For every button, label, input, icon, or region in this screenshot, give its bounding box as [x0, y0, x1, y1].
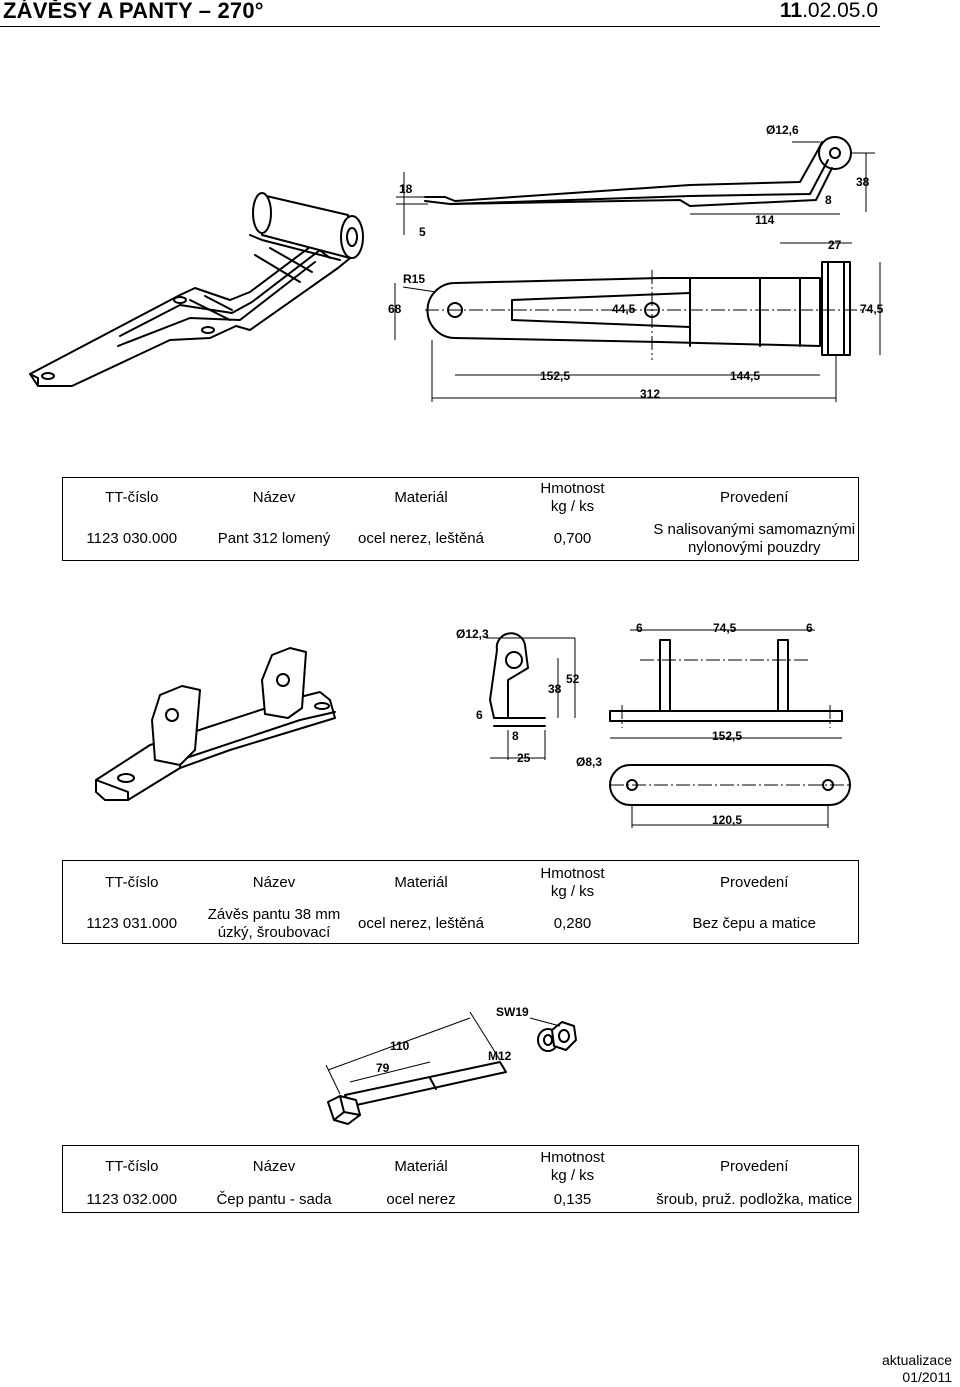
dim-68: 68	[388, 302, 402, 316]
header-design: Provedení	[720, 488, 789, 506]
page-header: ZÁVĚSY A PANTY – 270° 11.02.05.0	[0, 0, 880, 27]
table-row: 1123 032.000 Čep pantu - sada ocel nerez…	[63, 1188, 859, 1213]
dim-79: 79	[376, 1061, 390, 1075]
header-name: Název	[252, 873, 296, 891]
cell-weight: 0,135	[553, 1190, 592, 1208]
dim-m12: M12	[488, 1049, 512, 1063]
cell-material: ocel nerez	[386, 1190, 456, 1208]
pin-set-drawing: 110 79 M12 SW19	[325, 1005, 577, 1125]
cell-number: 1123 032.000	[86, 1190, 178, 1208]
dim-top-6b: 6	[806, 621, 813, 635]
cell-name: Pant 312 lomený	[217, 529, 331, 547]
bracket-isometric-view	[95, 647, 336, 801]
dim-5: 5	[419, 225, 426, 239]
cell-name: Čep pantu - sada	[216, 1190, 332, 1208]
hinge-312-top-view: R15 68 44,5 74,5 152,5 144,5 312	[388, 261, 884, 402]
cell-design: šroub, pruž. podložka, matice	[656, 1190, 853, 1208]
cell-number: 1123 030.000	[86, 529, 178, 547]
table-row: 1123 030.000 Pant 312 lomený ocel nerez,…	[63, 518, 859, 561]
document-code: 11.02.05.0	[780, 0, 878, 23]
hinge-312-isometric-view	[29, 192, 364, 387]
bracket-side-view: Ø12,3 52 38 6 8 25	[456, 627, 580, 765]
dim-top-74-5: 74,5	[713, 621, 737, 635]
header-design: Provedení	[720, 1157, 789, 1175]
cell-weight: 0,280	[553, 914, 592, 932]
dim-152-5-b: 152,5	[712, 729, 742, 743]
header-material: Materiál	[394, 488, 448, 506]
dim-144-5: 144,5	[730, 369, 760, 383]
header-name: Název	[252, 1157, 296, 1175]
dim-120-5: 120,5	[712, 813, 742, 827]
dim-d12-6: Ø12,6	[766, 123, 799, 137]
dim-8: 8	[825, 193, 832, 207]
dim-110: 110	[390, 1039, 410, 1053]
update-label: aktualizace	[881, 1352, 952, 1368]
dim-114: 114	[755, 213, 775, 227]
document-code-bold: 11	[779, 0, 803, 22]
dim-25: 25	[517, 751, 531, 765]
dim-d8-3: Ø8,3	[576, 755, 602, 769]
hinge-312-side-view: 18 5 Ø12,6 38 8 114 27	[396, 123, 875, 252]
header-number: TT-číslo	[105, 488, 159, 506]
header-number: TT-číslo	[105, 873, 159, 891]
dim-27: 27	[828, 238, 842, 252]
document-code-rest: .02.05.0	[802, 0, 878, 22]
pin-isometric-view: 110 79 M12 SW19	[325, 1005, 577, 1125]
dim-152-5: 152,5	[540, 369, 570, 383]
dim-d12-3: Ø12,3	[456, 627, 489, 641]
dim-top-6a: 6	[636, 621, 643, 635]
header-name: Název	[252, 488, 296, 506]
dim-r15: R15	[403, 272, 425, 286]
dim-sw19: SW19	[496, 1005, 529, 1019]
dim-38-side: 38	[548, 682, 562, 696]
dim-18: 18	[399, 182, 413, 196]
dim-312: 312	[640, 387, 660, 401]
cell-weight: 0,700	[553, 529, 592, 547]
cell-number: 1123 031.000	[86, 914, 178, 932]
header-material: Materiál	[394, 1157, 448, 1175]
dim-6-side: 6	[476, 708, 483, 722]
update-date: 01/2011	[902, 1369, 952, 1385]
header-number: TT-číslo	[105, 1157, 159, 1175]
dim-74-5: 74,5	[860, 302, 884, 316]
cell-material: ocel nerez, leštěná	[358, 914, 484, 932]
bracket-drawing: Ø12,3 52 38 6 8 25 6 74,5 6 152,5 Ø8,3 1…	[95, 621, 851, 828]
dim-38: 38	[856, 175, 870, 189]
document-title: ZÁVĚSY A PANTY – 270°	[3, 0, 264, 23]
bracket-front-view: 6 74,5 6 152,5	[609, 621, 843, 743]
dim-8-side: 8	[512, 729, 519, 743]
cell-material: ocel nerez, leštěná	[358, 529, 484, 547]
header-design: Provedení	[720, 873, 789, 891]
dim-44-5: 44,5	[612, 302, 636, 316]
update-note: aktualizace 01/2011	[882, 1352, 952, 1386]
bracket-top-view: Ø8,3 120,5	[576, 755, 851, 828]
hinge-312-drawing: 18 5 Ø12,6 38 8 114 27 R15 68 44,5 74,5 …	[29, 123, 884, 402]
cell-design: Bez čepu a matice	[692, 914, 816, 932]
header-material: Materiál	[394, 873, 448, 891]
dim-52: 52	[566, 672, 580, 686]
